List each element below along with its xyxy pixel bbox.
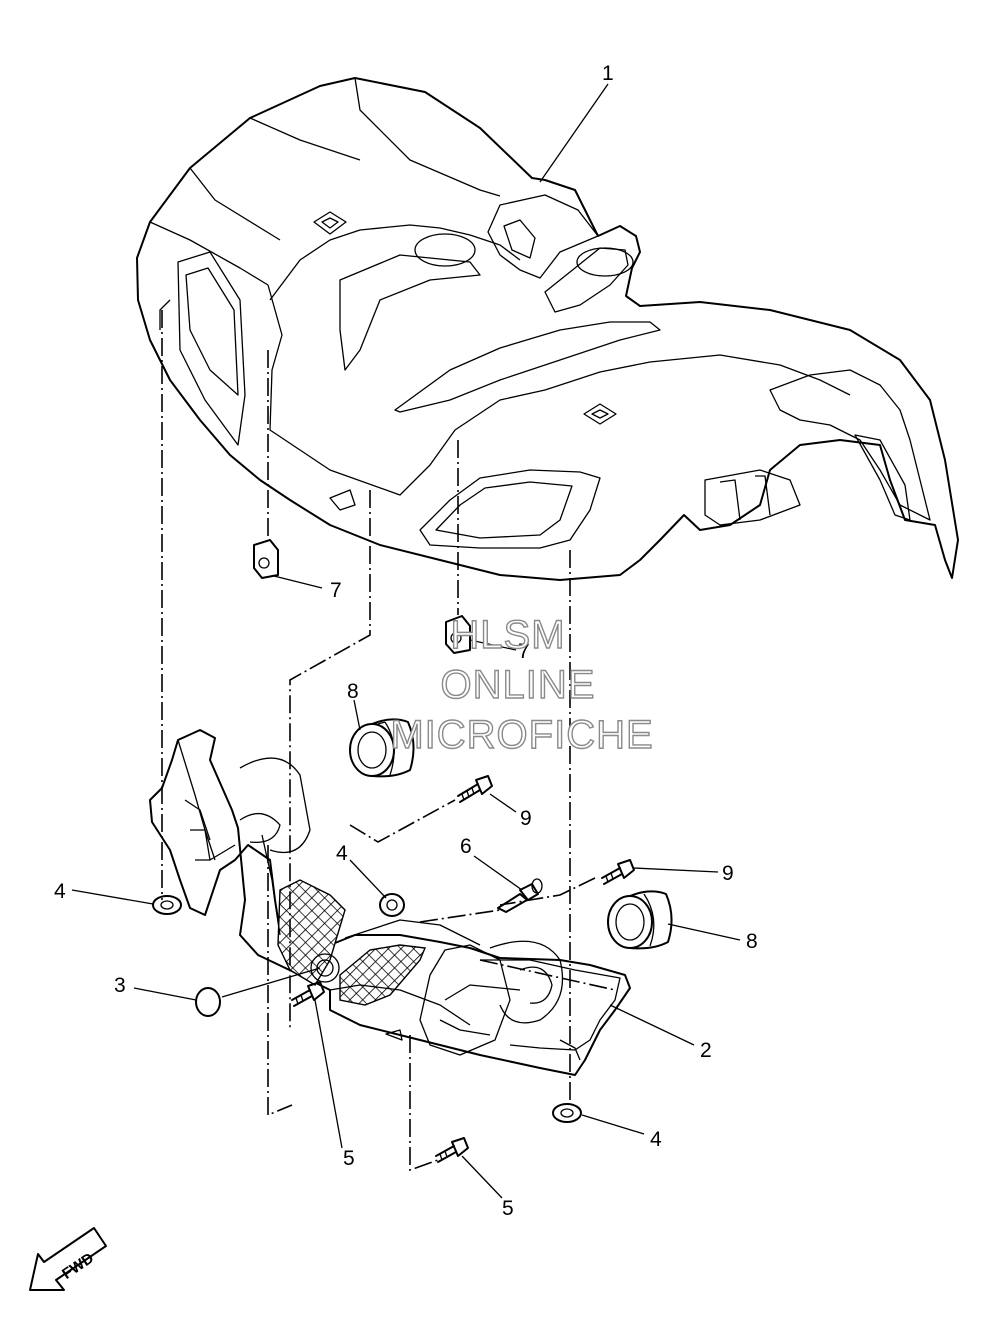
callout-5-right: 5 <box>502 1197 514 1220</box>
assembly-lines <box>161 310 616 1172</box>
callout-7-right: 7 <box>518 640 530 663</box>
grommet-lower <box>607 890 673 950</box>
callout-1: 1 <box>602 62 614 85</box>
front-guard-grille <box>149 729 631 1076</box>
callout-9-upper: 9 <box>520 807 532 830</box>
callouts: 1 7 7 8 9 4 6 9 8 4 3 2 4 5 5 <box>54 62 758 1220</box>
rivet <box>497 878 543 913</box>
callout-2: 2 <box>700 1039 712 1062</box>
callout-7-left: 7 <box>330 579 342 602</box>
callout-5-left: 5 <box>343 1147 355 1170</box>
callout-4-left: 4 <box>54 880 66 903</box>
callout-3: 3 <box>114 974 126 997</box>
callout-8-lower: 8 <box>746 930 758 953</box>
front-fender <box>136 77 959 581</box>
grommet-upper <box>349 718 415 778</box>
fwd-direction-arrow: FWD <box>29 1227 107 1291</box>
watermark-line-3: MICROFICHE <box>390 713 653 757</box>
washer-left <box>152 895 182 915</box>
washer-middle <box>379 893 405 917</box>
bolt-upper <box>457 775 493 803</box>
callout-9-lower: 9 <box>722 862 734 885</box>
callout-8-upper: 8 <box>347 680 359 703</box>
washer-right <box>552 1103 582 1123</box>
clip-left <box>253 539 279 579</box>
bolt-5-right <box>435 1137 469 1163</box>
watermark: HLSM ONLINE MICROFICHE <box>390 612 654 757</box>
watermark-line-1: HLSM <box>450 613 565 657</box>
fwd-label: FWD <box>59 1250 97 1283</box>
watermark-line-2: ONLINE <box>441 663 596 707</box>
clip-right <box>445 615 471 654</box>
bolt-5-left <box>291 981 325 1007</box>
bolt-lower <box>601 859 635 885</box>
callout-6: 6 <box>460 835 472 858</box>
callout-4-middle: 4 <box>336 842 348 865</box>
cap <box>195 987 221 1017</box>
callout-4-right: 4 <box>650 1128 662 1151</box>
leader-lines <box>71 83 741 1199</box>
